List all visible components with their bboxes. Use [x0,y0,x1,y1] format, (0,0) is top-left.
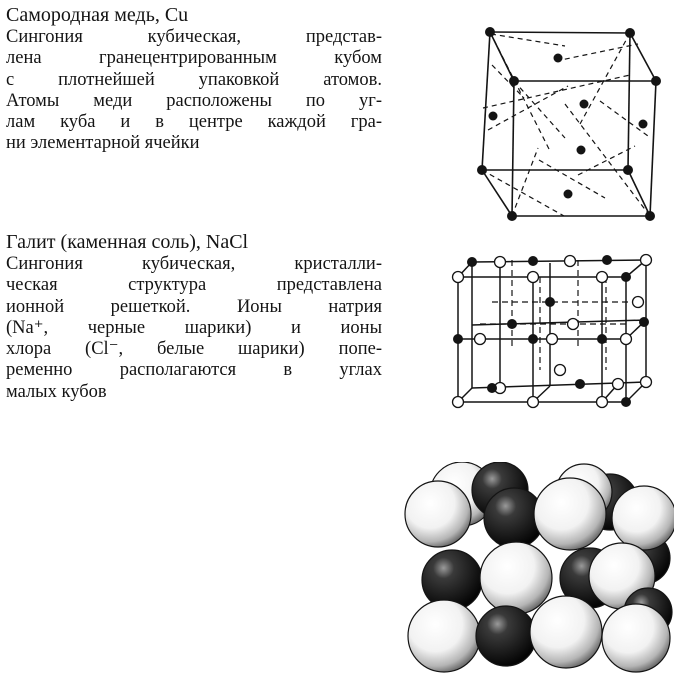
copper-title: Самородная медь, Cu [6,4,189,26]
halite-line: ионной решеткой. Ионы натрия [6,296,382,317]
halite-line: хлора (Cl⁻, белые шарики) попе- [6,339,382,360]
nacl-lattice-illustration [451,253,653,409]
copper-line: ни элементарной ячейки [6,133,200,154]
copper-line: лам куба и в центре каждой гра- [6,112,382,133]
halite-description: Галит (каменная соль), NaCl Сингония куб… [6,231,382,403]
sphere-packing-illustration [404,462,674,673]
copper-line: лена гранецентрированным кубом [6,48,382,69]
copper-line: с плотнейшей упаковкой атомов. [6,69,382,90]
halite-line: ческая структура представлена [6,275,382,296]
copper-body: Сингония кубическая, представ- лена гран… [6,27,382,155]
halite-title: Галит (каменная соль), NaCl [6,231,249,253]
copper-description: Самородная медь, Cu Сингония кубическая,… [6,4,382,155]
halite-line: (Na⁺, черные шарики) и ионы [6,317,382,338]
halite-line: малых кубов [6,381,107,402]
fcc-unit-cell-illustration [477,27,661,221]
halite-line: Сингония кубическая, кристалли- [6,254,382,274]
halite-line: ременно располагаются в углах [6,360,382,381]
copper-line: Атомы меди расположены по уг- [6,90,382,111]
copper-line: Сингония кубическая, представ- [6,27,382,47]
halite-body: Сингония кубическая, кристалли- ческая с… [6,254,382,403]
